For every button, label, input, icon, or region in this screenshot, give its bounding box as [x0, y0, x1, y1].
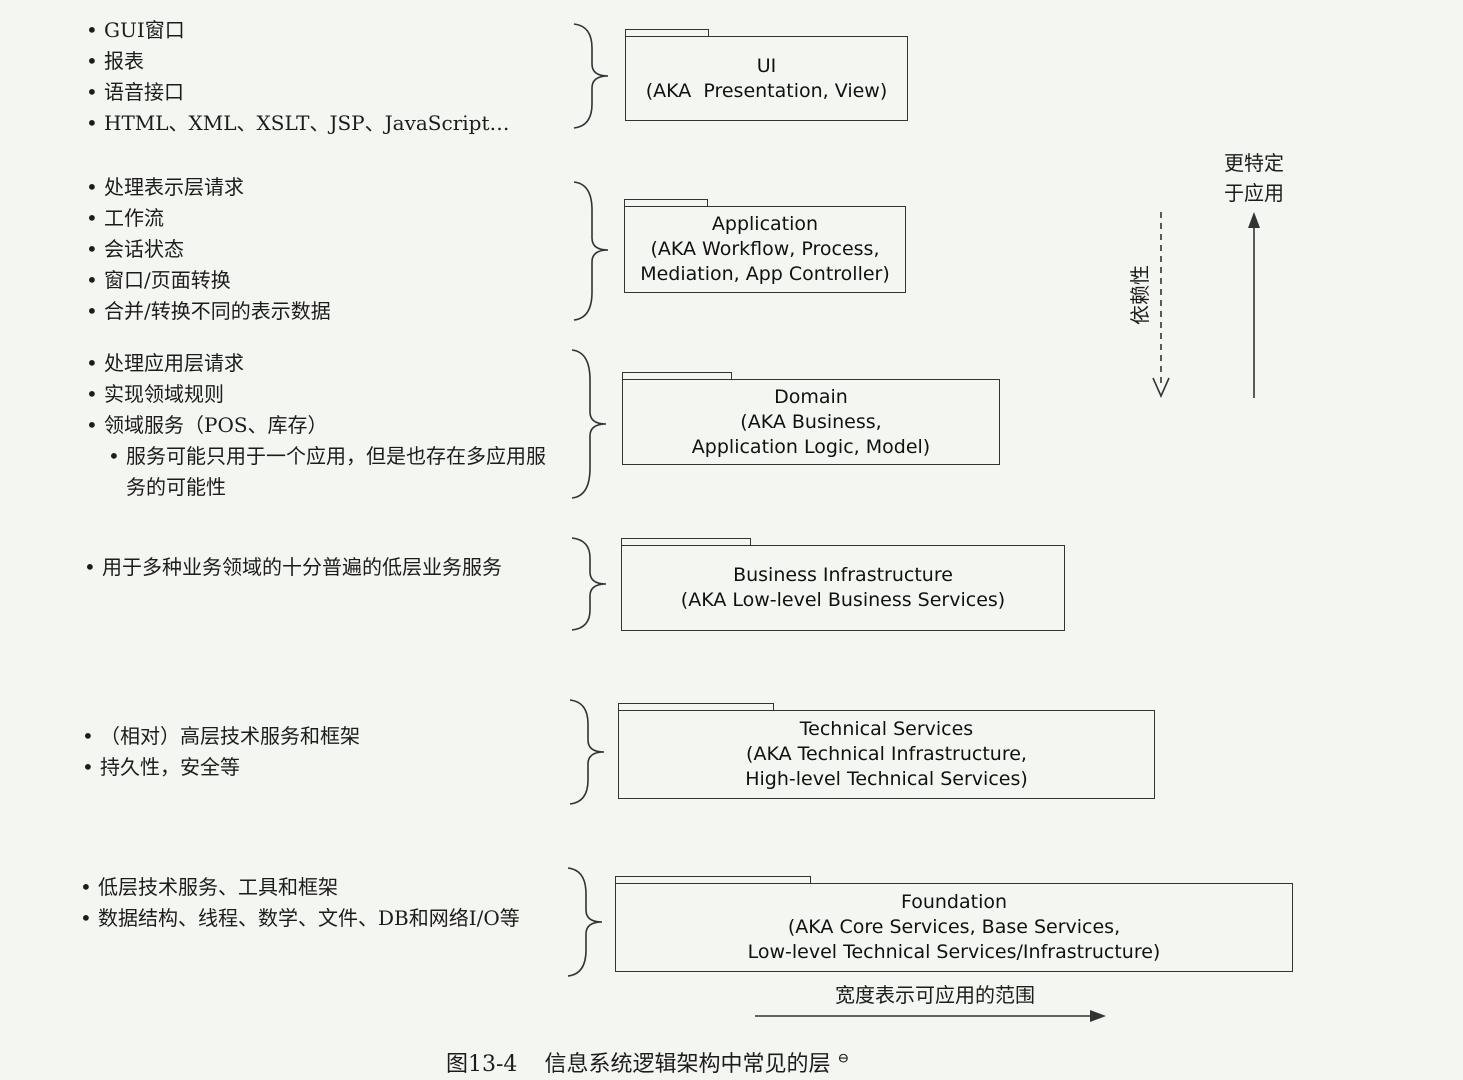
application-layer-name: Application [711, 213, 819, 235]
foundation-layer-aka-1: (AKA Core Services, Base Services, [787, 916, 1121, 938]
application-package-tab [624, 199, 708, 207]
technical-services-package-box: Technical Services (AKA Technical Infras… [618, 710, 1155, 799]
caption-text: 信息系统逻辑架构中常见的层 [544, 1052, 831, 1077]
application-layer-aka-2: Mediation, App Controller) [640, 263, 890, 285]
foundation-layer-package: Foundation (AKA Core Services, Base Serv… [615, 876, 1293, 972]
foundation-layer-name: Foundation [900, 891, 1008, 913]
application-bullet-1: 处理表示层请求 [86, 172, 331, 203]
business-infrastructure-layer-name: Business Infrastructure [733, 564, 953, 586]
domain-sub-bullet: 服务可能只用于一个应用，但是也存在多应用服务的可能性 [108, 441, 556, 503]
ui-bullet-3: 语音接口 [86, 77, 510, 108]
foundation-package-tab [615, 876, 811, 884]
domain-layer-name: Domain [774, 385, 848, 408]
domain-package-box: Domain (AKA Business, Application Logic,… [622, 379, 1000, 465]
foundation-bullet-1: 低层技术服务、工具和框架 [80, 872, 542, 903]
ui-package-tab [625, 29, 709, 37]
technical-services-brace [569, 699, 605, 805]
ui-package-box: UI (AKA Presentation, View) [625, 36, 908, 121]
ui-bullet-1: GUI窗口 [86, 15, 510, 46]
domain-layer-aka-2: Application Logic, Model) [691, 435, 931, 458]
application-package-box: Application (AKA Workflow, Process, Medi… [624, 206, 906, 293]
foundation-bullets: 低层技术服务、工具和框架 数据结构、线程、数学、文件、DB和网络I/O等 [80, 872, 542, 934]
technical-services-layer-package: Technical Services (AKA Technical Infras… [618, 703, 1155, 799]
caption-footnote-mark: ⊖ [837, 1050, 850, 1067]
technical-services-bullets: （相对）高层技术服务和框架 持久性，安全等 [82, 721, 360, 783]
app-specific-arrow-head [1248, 212, 1260, 228]
business-infrastructure-layer-package: Business Infrastructure (AKA Low-level B… [621, 538, 1065, 631]
ui-layer-package: UI (AKA Presentation, View) [625, 29, 908, 121]
app-specific-label-line-2: 于应用 [1224, 181, 1284, 205]
domain-brace [571, 349, 607, 499]
app-specific-label: 更特定 于应用 [1213, 148, 1295, 208]
business-infrastructure-layer-aka-1: (AKA Low-level Business Services) [680, 589, 1006, 611]
ui-bullets: GUI窗口 报表 语音接口 HTML、XML、XSLT、JSP、JavaScri… [86, 15, 510, 139]
ui-brace [573, 23, 609, 129]
domain-layer-package: Domain (AKA Business, Application Logic,… [622, 372, 1000, 465]
application-bullet-3: 会话状态 [86, 234, 331, 265]
caption-number: 图13-4 [446, 1052, 518, 1077]
application-bullet-4: 窗口/页面转换 [86, 265, 331, 296]
domain-bullet-2: 实现领域规则 [86, 379, 556, 410]
ui-layer-aka-1: (AKA Presentation, View) [645, 79, 888, 102]
dependency-arrow-head [1152, 377, 1170, 398]
application-bullet-5: 合并/转换不同的表示数据 [86, 296, 331, 327]
app-specific-label-line-1: 更特定 [1224, 151, 1284, 175]
ui-bullet-2: 报表 [86, 46, 510, 77]
business-infrastructure-package-box: Business Infrastructure (AKA Low-level B… [621, 545, 1065, 631]
domain-layer-aka-1: (AKA Business, [740, 410, 882, 433]
technical-services-layer-aka-1: (AKA Technical Infrastructure, [746, 743, 1027, 765]
figure-caption: 图13-4 信息系统逻辑架构中常见的层 ⊖ [446, 1046, 849, 1078]
business-infrastructure-brace [571, 537, 607, 631]
foundation-package-box: Foundation (AKA Core Services, Base Serv… [615, 883, 1293, 972]
application-bullets: 处理表示层请求 工作流 会话状态 窗口/页面转换 合并/转换不同的表示数据 [86, 172, 331, 327]
application-bullet-2: 工作流 [86, 203, 331, 234]
technical-services-layer-aka-2: High-level Technical Services) [745, 768, 1028, 790]
business-infrastructure-bullet-1: 用于多种业务领域的十分普遍的低层业务服务 [84, 552, 554, 583]
foundation-brace [567, 867, 603, 977]
width-meaning-label: 宽度表示可应用的范围 [835, 983, 1035, 1007]
technical-services-layer-name: Technical Services [799, 718, 974, 740]
domain-bullet-3: 领域服务（POS、库存） [86, 410, 556, 441]
application-layer-package: Application (AKA Workflow, Process, Medi… [624, 199, 906, 293]
ui-bullet-4: HTML、XML、XSLT、JSP、JavaScript… [86, 108, 510, 139]
technical-services-bullet-2: 持久性，安全等 [82, 752, 360, 783]
ui-layer-name: UI [756, 54, 777, 77]
foundation-bullet-2: 数据结构、线程、数学、文件、DB和网络I/O等 [80, 903, 542, 934]
application-layer-aka-1: (AKA Workflow, Process, [650, 238, 880, 260]
technical-services-bullet-1: （相对）高层技术服务和框架 [82, 721, 360, 752]
domain-bullets: 处理应用层请求 实现领域规则 领域服务（POS、库存） 服务可能只用于一个应用，… [86, 348, 556, 503]
business-infrastructure-package-tab [621, 538, 751, 546]
domain-package-tab [622, 372, 732, 380]
foundation-layer-aka-2: Low-level Technical Services/Infrastruct… [747, 941, 1161, 963]
technical-services-package-tab [618, 703, 774, 711]
application-brace [573, 181, 609, 321]
domain-bullet-1: 处理应用层请求 [86, 348, 556, 379]
business-infrastructure-bullets: 用于多种业务领域的十分普遍的低层业务服务 [84, 552, 554, 583]
width-arrow-head [1090, 1010, 1106, 1022]
